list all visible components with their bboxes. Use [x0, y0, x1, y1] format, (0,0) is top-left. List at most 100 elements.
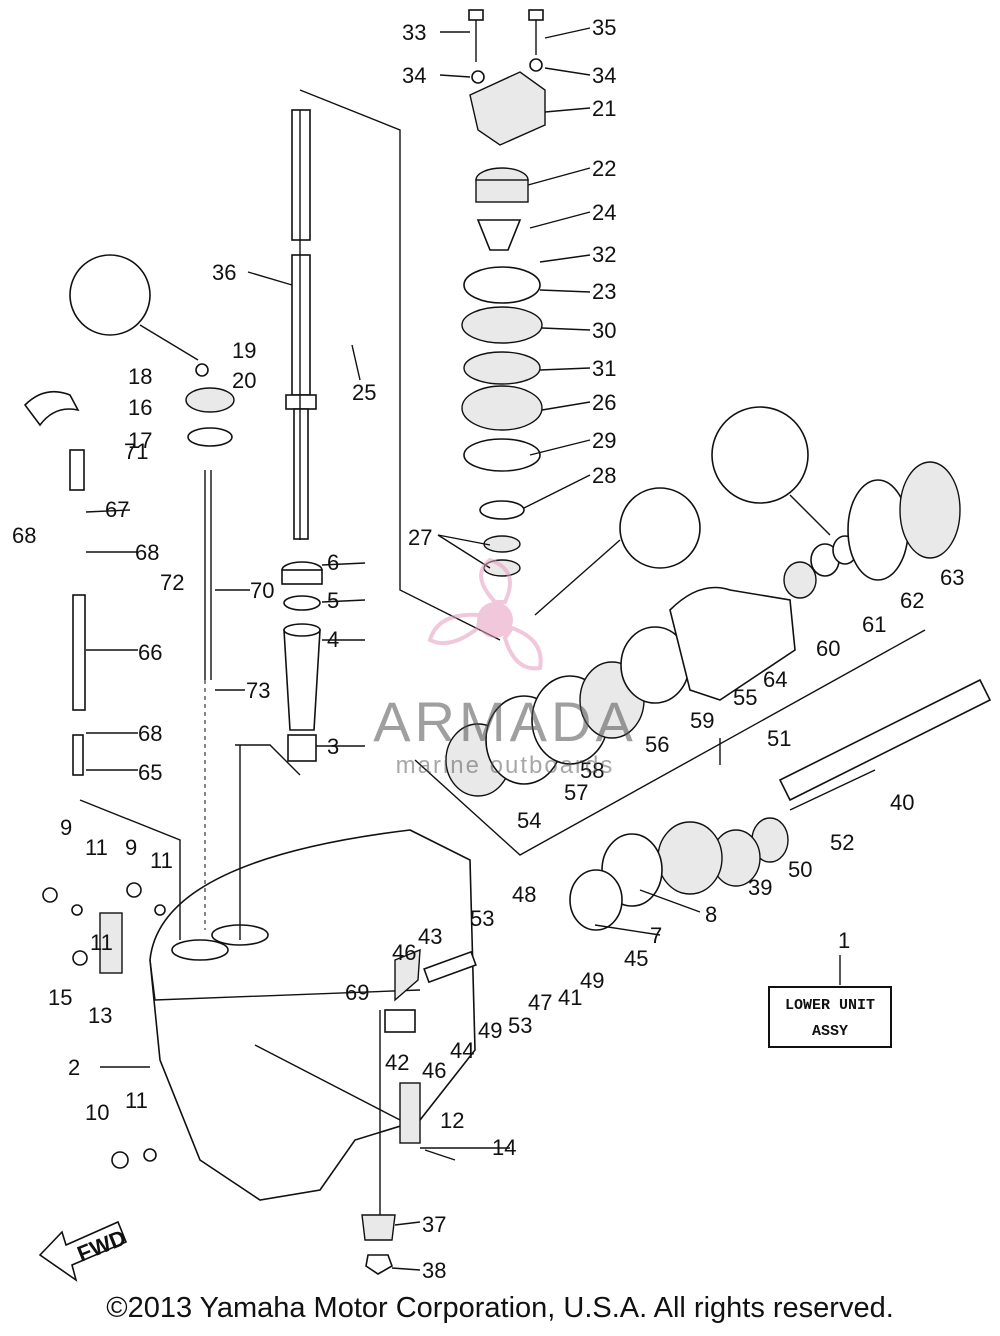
part-label-68: 68: [12, 523, 36, 548]
part-label-23: 23: [592, 279, 616, 304]
part-label-9: 9: [125, 835, 137, 860]
part-label-29: 29: [592, 428, 616, 453]
sleeve-4: [283, 629, 321, 731]
part-label-63: 63: [940, 565, 964, 590]
part-label-50: 50: [788, 857, 812, 882]
part-label-53: 53: [470, 906, 494, 931]
part-label-46: 46: [392, 940, 416, 965]
part-label-4: 4: [327, 627, 339, 652]
part-label-66: 66: [138, 640, 162, 665]
watermark-tagline: marine outboards: [395, 752, 615, 779]
part-label-37: 37: [422, 1212, 446, 1237]
part-label-47: 47: [528, 990, 552, 1015]
part-label-36: 36: [212, 260, 236, 285]
part-label-67: 67: [105, 497, 129, 522]
part-label-68: 68: [138, 721, 162, 746]
part-label-58: 58: [580, 758, 604, 783]
part-label-72: 72: [160, 570, 184, 595]
part-label-19: 19: [232, 338, 256, 363]
reference-lines: [79, 89, 926, 940]
part-label-3: 3: [327, 734, 339, 759]
part-label-6: 6: [327, 550, 339, 575]
detail-insets: [69, 254, 831, 569]
part-label-24: 24: [592, 200, 616, 225]
part-label-43: 43: [418, 924, 442, 949]
part-label-59: 59: [690, 708, 714, 733]
part-label-64: 64: [763, 667, 787, 692]
watermark-logo: [427, 557, 543, 671]
part-label-54: 54: [517, 808, 541, 833]
part-label-62: 62: [900, 588, 924, 613]
part-label-1: 1: [838, 928, 850, 953]
part-label-20: 20: [232, 368, 256, 393]
part-label-14: 14: [492, 1135, 516, 1160]
bolt-9b: [126, 882, 142, 898]
part-label-68: 68: [135, 540, 159, 565]
part-label-60: 60: [816, 636, 840, 661]
part-label-49: 49: [580, 968, 604, 993]
plug-10: [111, 1151, 129, 1169]
part-label-57: 57: [564, 780, 588, 805]
part-label-42: 42: [385, 1050, 409, 1075]
part-label-11: 11: [125, 1088, 148, 1113]
washer-11c: [143, 1148, 157, 1162]
part-label-40: 40: [890, 790, 914, 815]
part-label-55: 55: [733, 685, 757, 710]
part-label-17: 17: [128, 428, 152, 453]
part-label-15: 15: [48, 985, 72, 1010]
part-label-11: 11: [85, 835, 108, 860]
part-label-21: 21: [592, 96, 616, 121]
part-label-8: 8: [705, 902, 717, 927]
part-label-32: 32: [592, 242, 616, 267]
washer-11b: [154, 904, 166, 916]
leader-lines: [85, 27, 876, 1271]
part-label-12: 12: [440, 1108, 464, 1133]
part-label-45: 45: [624, 946, 648, 971]
part-label-9: 9: [60, 815, 72, 840]
part-label-13: 13: [88, 1003, 112, 1028]
part-label-27: 27: [408, 525, 432, 550]
lower-casing: [149, 829, 476, 1201]
part-label-52: 52: [830, 830, 854, 855]
part-label-73: 73: [246, 678, 270, 703]
part-label-44: 44: [450, 1038, 474, 1063]
shift-mechanism: [99, 912, 477, 1275]
bolt-9a: [42, 887, 58, 903]
part-label-65: 65: [138, 760, 162, 785]
part-label-22: 22: [592, 156, 616, 181]
shift-rod-assembly: [23, 363, 235, 776]
part-label-61: 61: [862, 612, 886, 637]
part-label-34: 34: [592, 63, 616, 88]
part-label-10: 10: [85, 1100, 109, 1125]
part-label-11: 11: [150, 848, 173, 873]
part-label-38: 38: [422, 1258, 446, 1283]
part-label-5: 5: [327, 588, 339, 613]
part-label-39: 39: [748, 875, 772, 900]
part-label-46: 46: [422, 1058, 446, 1083]
part-label-69: 69: [345, 980, 369, 1005]
part-label-11: 11: [90, 930, 113, 955]
watermark-brand: ARMADA: [373, 690, 637, 753]
part-label-2: 2: [68, 1055, 80, 1080]
part-label-16: 16: [128, 395, 152, 420]
screw-15: [72, 950, 88, 966]
part-label-71: 71: [124, 439, 148, 464]
forward-arrow-icon: FWD: [38, 1220, 129, 1282]
part-label-33: 33: [402, 20, 426, 45]
part-label-53: 53: [508, 1013, 532, 1038]
washer-11a: [71, 904, 83, 916]
watermark: ARMADA marine outboards: [345, 692, 665, 780]
part-number-labels: 1234567899101111111112131415161718192021…: [12, 15, 964, 1283]
part-label-25: 25: [352, 380, 376, 405]
assembly-label-box: LOWER UNIT ASSY: [768, 986, 892, 1048]
part-label-48: 48: [512, 882, 536, 907]
part-label-49: 49: [478, 1018, 502, 1043]
water-pump-stack: [461, 9, 546, 577]
part-label-34: 34: [402, 63, 426, 88]
part-label-41: 41: [558, 985, 582, 1010]
bearing-3: [287, 734, 317, 762]
propeller-shaft-assembly: [445, 461, 992, 931]
part-label-7: 7: [650, 923, 662, 948]
part-label-70: 70: [250, 578, 274, 603]
